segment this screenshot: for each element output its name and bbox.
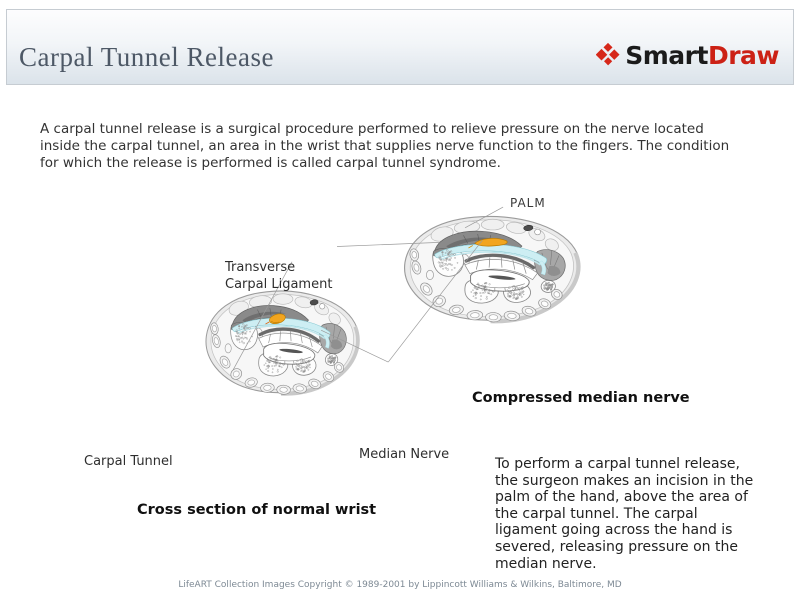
leader-line-median-nerve-left xyxy=(320,329,389,363)
leader-line-median-nerve-right xyxy=(387,240,483,363)
wrist-cross-section-illustration xyxy=(204,206,800,397)
logo-draw-text: Draw xyxy=(707,40,780,70)
compressed-median-nerve-shape xyxy=(474,238,508,247)
label-palm: PALM xyxy=(510,196,546,210)
footer-copyright: LifeART Collection Images Copyright © 19… xyxy=(178,580,622,590)
label-carpal-tunnel: Carpal Tunnel xyxy=(84,454,173,469)
leader-lines xyxy=(232,206,504,370)
label-transverse-carpal-ligament: Transverse Carpal Ligament xyxy=(225,260,333,292)
compressed-wrist-diagram xyxy=(405,216,580,322)
page-title: Carpal Tunnel Release xyxy=(19,42,274,72)
procedure-paragraph: To perform a carpal tunnel release, the … xyxy=(495,456,754,572)
normal-wrist-diagram xyxy=(204,289,361,397)
leader-line-palm xyxy=(464,206,504,229)
label-median-nerve: Median Nerve xyxy=(359,447,450,462)
smartdraw-diamonds-icon xyxy=(596,43,620,66)
median-nerve-shape xyxy=(269,313,286,325)
leader-line-ligament-top xyxy=(337,242,440,247)
leader-line-ligament-carpal-tunnel xyxy=(232,261,293,370)
caption-normal-wrist: Cross section of normal wrist xyxy=(137,502,377,518)
intro-paragraph: A carpal tunnel release is a surgical pr… xyxy=(40,121,730,171)
logo-smart-text: Smart xyxy=(625,40,708,70)
caption-compressed-median-nerve: Compressed median nerve xyxy=(472,390,690,406)
